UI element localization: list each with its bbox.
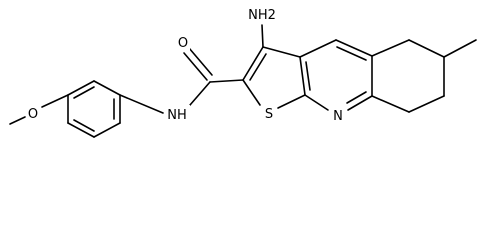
bond-thiophene-s-c2 <box>242 79 261 106</box>
bond-c3-amine <box>261 24 264 48</box>
carbonyl-oxygen-text: O <box>178 36 188 51</box>
bond-cyclohexene-c4a-c5 <box>371 39 410 57</box>
bond-thiophene-c3a-c9a <box>299 56 306 96</box>
bond-methyl-methoxy-o <box>9 116 26 125</box>
bond-cyclohexene-c8-c8a <box>371 95 410 113</box>
bond-amide-n-carbonyl-c <box>189 81 211 106</box>
thiophene-sulfur-label: S <box>262 104 277 122</box>
pyridine-nitrogen-label: N <box>331 106 346 124</box>
bond-carbonyl-c-thiophene <box>209 79 244 83</box>
chemical-structure-diagram: NH2 O NH S N O <box>9 5 477 138</box>
bond-thiophene-c2-c3 <box>242 46 264 81</box>
bond-pyridine-c3a-c9a-inner <box>305 61 311 91</box>
bond-thiophene-c9a-s <box>277 94 306 109</box>
bond-pyridine-c4-c4a <box>335 39 373 57</box>
bond-pyridine-n-c9a <box>304 94 329 111</box>
bond-phenyl-4 <box>93 122 121 138</box>
bond-thiophene-c3-c3a <box>262 46 301 58</box>
bond-pyridine-c3a-c4 <box>299 39 337 58</box>
bond-methoxy-o-aryl <box>41 94 69 108</box>
pyridine-nitrogen-text: N <box>333 109 343 124</box>
bond-phenyl-2 <box>93 80 121 96</box>
bond-carbonyl-double-1 <box>183 52 208 81</box>
thiophene-sulfur-text: S <box>265 107 273 122</box>
bond-carbonyl-double-2 <box>188 47 213 76</box>
amide-nitrogen-text: NH <box>167 108 187 123</box>
bond-phenyl-1 <box>67 80 95 96</box>
bond-phenyl-inner-3 <box>73 119 95 132</box>
bond-cyclohexene-c7-c8 <box>408 95 445 113</box>
bond-c6-methyl <box>443 39 477 58</box>
atom-labels: NH2 O NH S N O <box>26 5 346 124</box>
bond-thiophene-c2-c3-inner <box>249 53 267 81</box>
bond-pyridine-c8a-n <box>347 95 373 111</box>
amine-label: NH2 <box>248 5 276 23</box>
amide-nitrogen-label: NH <box>164 105 190 123</box>
methoxy-oxygen-text: O <box>28 107 38 122</box>
amine-text: NH2 <box>248 8 276 23</box>
bond-cyclohexene-c5-c6 <box>408 39 445 58</box>
structure-canvas: NH2 O NH S N O <box>9 5 477 138</box>
bond-phenyl-5 <box>67 122 95 138</box>
bonds <box>9 24 477 138</box>
bond-phenyl-inner-1 <box>73 86 95 99</box>
carbonyl-oxygen-label: O <box>176 34 190 51</box>
methoxy-oxygen-label: O <box>26 104 41 122</box>
bond-pyridine-c4-c4a-inner <box>336 46 367 61</box>
bond-aryl-amide-n <box>119 94 164 114</box>
bond-pyridine-c8a-n-inner <box>346 91 367 104</box>
